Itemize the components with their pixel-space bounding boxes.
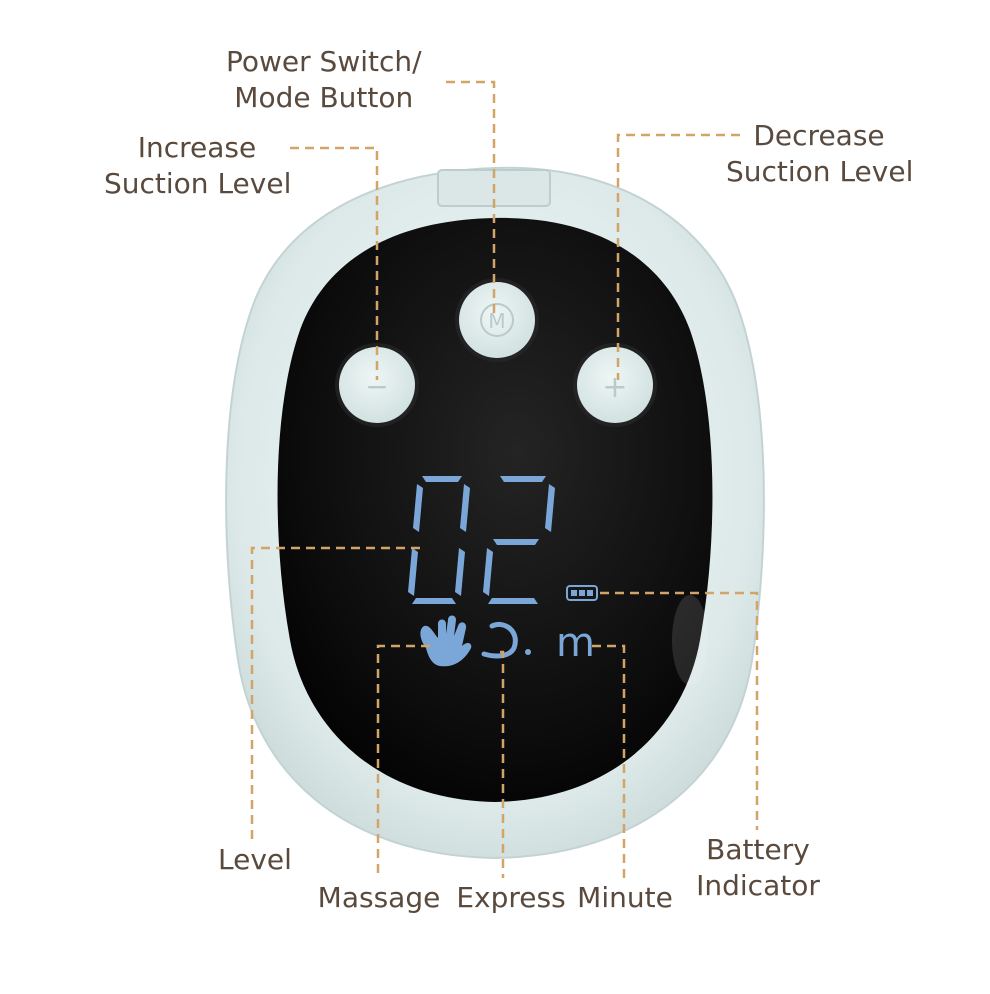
level-digits [408,476,555,604]
leader-power [446,80,496,315]
callout-increase-line-2: Suction Level [104,167,292,200]
increase-button-symbol: + [602,370,627,405]
callout-level-line-1: Level [218,843,292,876]
increase-button[interactable]: + [573,343,657,427]
callout-minute: Minute [572,880,678,916]
callout-power-line-2: Mode Button [234,81,414,114]
callout-battery-line-1: Battery [706,833,810,866]
callout-express: Express [456,880,566,916]
leader-lines [250,80,759,878]
screen-highlight [672,595,708,685]
battery-indicator-icon [566,585,598,601]
callout-massage: Massage [316,880,442,916]
callout-increase: Increase Suction Level [104,130,292,202]
callout-level: Level [212,842,298,878]
callout-battery-line-2: Indicator [696,869,820,902]
callout-massage-line-1: Massage [317,881,441,914]
digit-2 [483,476,555,604]
leader-decrease [616,133,740,380]
express-icon [481,622,531,659]
leader-express [500,650,505,878]
leader-level [250,546,420,842]
leader-massage [376,644,430,878]
massage-hand-icon [420,615,472,667]
callout-increase-line-1: Increase [137,131,257,164]
power-button-symbol: M [488,309,505,333]
callout-power-line-1: Power Switch/ [226,45,422,78]
callout-power: Power Switch/ Mode Button [226,44,422,116]
callout-express-line-1: Express [456,881,566,914]
decrease-button[interactable]: − [335,343,419,427]
callout-decrease-line-1: Decrease [753,119,885,152]
leader-battery [600,591,759,830]
digit-0 [408,476,470,604]
callout-battery: Battery Indicator [690,832,826,904]
callout-decrease-line-2: Suction Level [726,155,914,188]
callout-decrease: Decrease Suction Level [726,118,914,190]
power-icon [480,303,514,337]
decrease-button-symbol: − [365,370,388,403]
power-mode-button[interactable]: M [455,278,539,362]
minute-unit: m [556,620,595,666]
leader-minute [592,644,626,878]
callout-minute-line-1: Minute [577,881,673,914]
leader-increase [290,146,379,380]
